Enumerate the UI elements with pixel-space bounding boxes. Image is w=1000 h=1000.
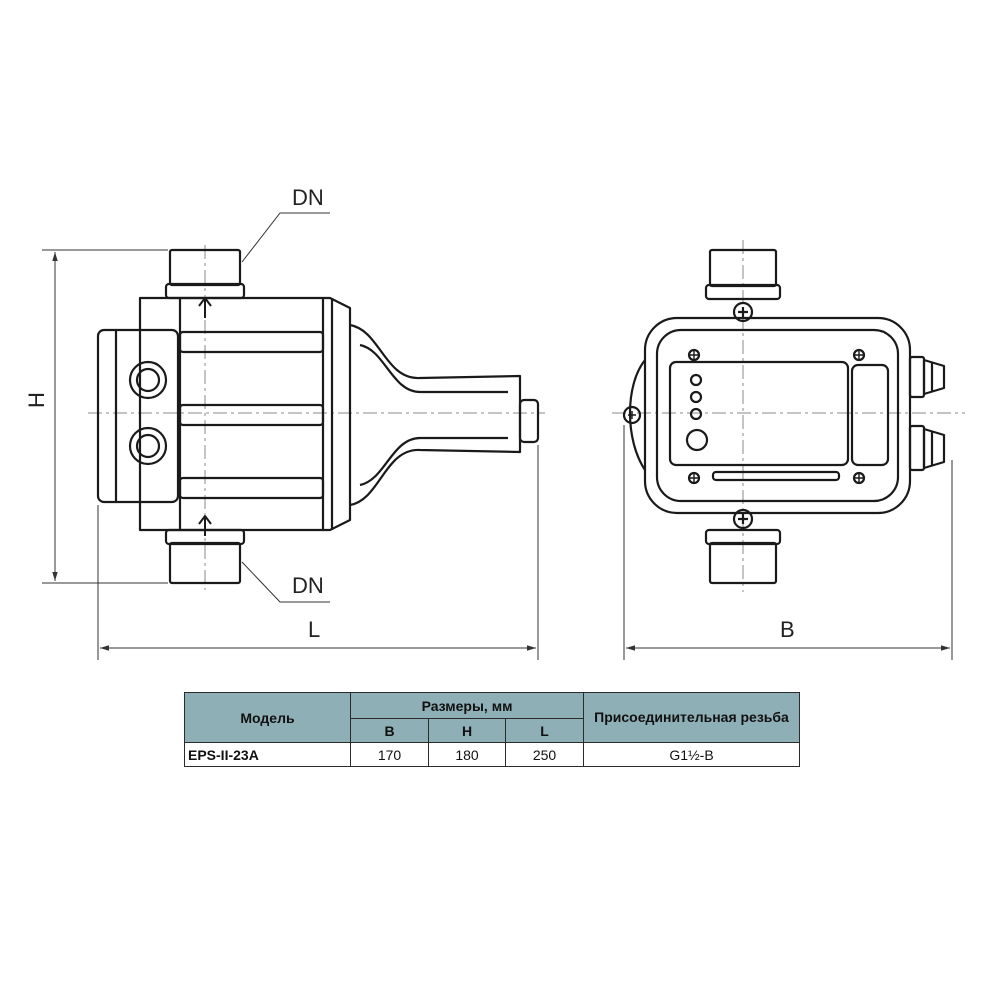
side-cap xyxy=(96,328,180,504)
dn-bottom-label: DN xyxy=(292,573,324,598)
cell-l: 250 xyxy=(505,742,584,767)
front-housing xyxy=(643,316,912,515)
cable-gland-upper xyxy=(908,355,946,399)
header-model: Модель xyxy=(184,692,351,743)
cell-model: EPS-II-23A xyxy=(184,742,351,767)
header-connection: Присоединительная резьба xyxy=(583,692,800,743)
front-view xyxy=(612,240,965,592)
table-row: EPS-II-23A 170 180 250 G1½-B xyxy=(184,742,800,767)
side-dimensions xyxy=(42,212,539,660)
control-panel xyxy=(668,360,850,467)
length-label: L xyxy=(308,617,320,642)
screw-bottom xyxy=(732,508,754,530)
screw-left xyxy=(622,405,642,425)
technical-drawing: DN DN H L xyxy=(24,185,965,660)
front-dimensions xyxy=(623,425,953,660)
header-dimensions: Размеры, мм xyxy=(350,692,584,719)
screw-top xyxy=(732,301,754,323)
cable-gland-lower xyxy=(908,424,946,472)
dn-top-label: DN xyxy=(292,185,324,210)
nut-lower xyxy=(128,426,168,466)
front-bottom-pipe xyxy=(708,541,778,585)
nut-upper xyxy=(128,360,168,400)
header-h: H xyxy=(428,718,506,743)
cell-h: 180 xyxy=(428,742,506,767)
width-label: B xyxy=(780,617,795,642)
header-l: L xyxy=(505,718,584,743)
height-label: H xyxy=(24,392,49,408)
bottom-pipe-fitting xyxy=(168,541,242,585)
cell-b: 170 xyxy=(350,742,429,767)
header-b: B xyxy=(350,718,429,743)
spec-table: Модель Размеры, мм Присоединительная рез… xyxy=(184,692,800,767)
main-body xyxy=(138,296,352,532)
cell-thread: G1½-B xyxy=(583,742,800,767)
side-view xyxy=(88,245,545,590)
